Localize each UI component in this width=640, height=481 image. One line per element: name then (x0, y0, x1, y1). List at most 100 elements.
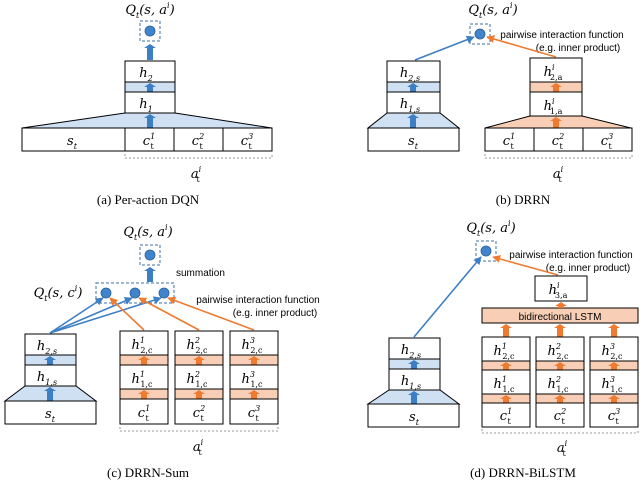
panel-b-interaction-line2: (e.g. inner product) (536, 43, 621, 54)
panel-d-action-brace (481, 429, 639, 434)
panel-c-h2c-box-2 (174, 330, 224, 356)
panel-d-arrow-cand-h1c-3 (608, 395, 620, 403)
panel-d-interaction-line2: (e.g. inner product) (546, 263, 631, 274)
panel-d-arrow-cand-h1c-2 (554, 395, 566, 403)
panel-a-output-node (144, 25, 156, 37)
panel-c-candidate-to-node-arrow-2 (138, 297, 200, 331)
panel-c-state-to-node-arrow-2 (49, 297, 133, 334)
panel-b-action-to-output-arrow (486, 35, 557, 58)
panel-d-state-label: st (409, 410, 420, 427)
panel-c-output-dash-box (139, 244, 161, 266)
panel-d-arrow-h1c-h2c-2 (554, 362, 566, 370)
panel-b-action-brace (484, 154, 633, 159)
panel-c-h2c-box-1 (119, 330, 169, 356)
panel-c-state-to-node-arrow-1 (49, 297, 104, 334)
panel-c-node-row-dash-box (95, 282, 175, 304)
panel-a-output-dash-box (139, 20, 161, 42)
panel-a-arrow-to-output (144, 44, 156, 60)
panel-b-caption: (b) DRRN (496, 192, 551, 207)
panel-a-arrow-input-h1 (144, 114, 156, 128)
panel-b-state-to-output-arrow (414, 35, 475, 61)
panel-b-interaction-line1: pairwise interaction function (500, 30, 623, 41)
panel-b-output-node (474, 28, 486, 40)
panel-b-output-dash-box (469, 23, 491, 45)
panel-d-arrow-h1s-h2s (408, 360, 420, 369)
panel-c-qc-label: Qt(s, ci) (34, 284, 83, 303)
panel-c-node-3 (158, 287, 170, 299)
panel-c-summation-arrow (144, 267, 156, 282)
panel-a-arrow-h1-h2 (144, 83, 156, 92)
panel-c-h1s-label: h1,s (37, 370, 57, 387)
panel-b-arrow-h1s-h2s (407, 83, 419, 92)
panel-c-node-2 (129, 287, 141, 299)
panel-c-q-label: Qt(s, ai) (123, 223, 172, 242)
panel-c-arrow-state-h1s (44, 387, 56, 401)
panel-d-arrow-h2c-bilstm-1 (500, 324, 512, 337)
panel-b-arrow-h1a-h2a (550, 83, 562, 92)
panel-b-drrn: Qt(s, ai) pairwise interaction function (e… (366, 1, 633, 207)
panel-c-arrow-h1c-h2c-1 (138, 356, 150, 365)
panel-a-h1-label: h1 (139, 97, 153, 114)
panel-c-candidate-box-2 (174, 398, 224, 425)
panel-b-candidate-box-3 (582, 127, 633, 152)
panel-d-arrow-state-h1s (408, 391, 420, 404)
panel-c-output-node (144, 249, 156, 261)
panel-c-candidate-to-node-arrow-1 (109, 297, 145, 331)
panel-d-state-box (367, 403, 460, 428)
panel-c-state-label: st (45, 407, 56, 424)
panel-b-h1s-label: h1,s (400, 97, 420, 114)
panel-c-arrow-cand-h1c-1 (138, 390, 150, 399)
panel-d-arrow-h2c-bilstm-2 (554, 324, 566, 337)
panel-d-h2s-label: h2,s (401, 343, 421, 360)
panel-c-interaction-line1: pairwise interaction function (196, 295, 319, 306)
panel-c-arrow-h1c-h2c-3 (248, 356, 260, 365)
panel-c-arrow-cand-h1c-2 (193, 390, 205, 399)
panel-c-h1c-box-1 (119, 364, 169, 390)
panel-d-output-dash-box (475, 240, 497, 262)
panel-a-action-brace (124, 154, 273, 159)
panel-c-node-1 (100, 287, 112, 299)
panel-b-state-box (367, 127, 460, 152)
panel-b-arrow-state-h1s (407, 114, 419, 128)
panel-d-h3a-box (534, 275, 588, 302)
panel-a-candidate-box-3 (222, 127, 273, 152)
panel-b-h2a-box (529, 57, 583, 83)
panel-b-h2s-label: h2,s (400, 66, 420, 83)
panel-d-output-node (480, 245, 492, 257)
panel-c-candidate-box-1 (119, 398, 169, 425)
panel-b-q-label: Qt(s, ai) (468, 1, 517, 20)
panel-d-h2c-box-3 (589, 336, 639, 362)
panel-c-interaction-line2: (e.g. inner product) (233, 308, 318, 319)
panel-d-candidate-box-2 (535, 402, 585, 428)
panel-d-candidate-box-1 (481, 402, 531, 428)
panel-d-h1c-box-2 (535, 369, 585, 395)
panel-d-arrow-h1c-h2c-1 (500, 362, 512, 370)
panel-d-state-to-output-arrow (413, 256, 482, 338)
